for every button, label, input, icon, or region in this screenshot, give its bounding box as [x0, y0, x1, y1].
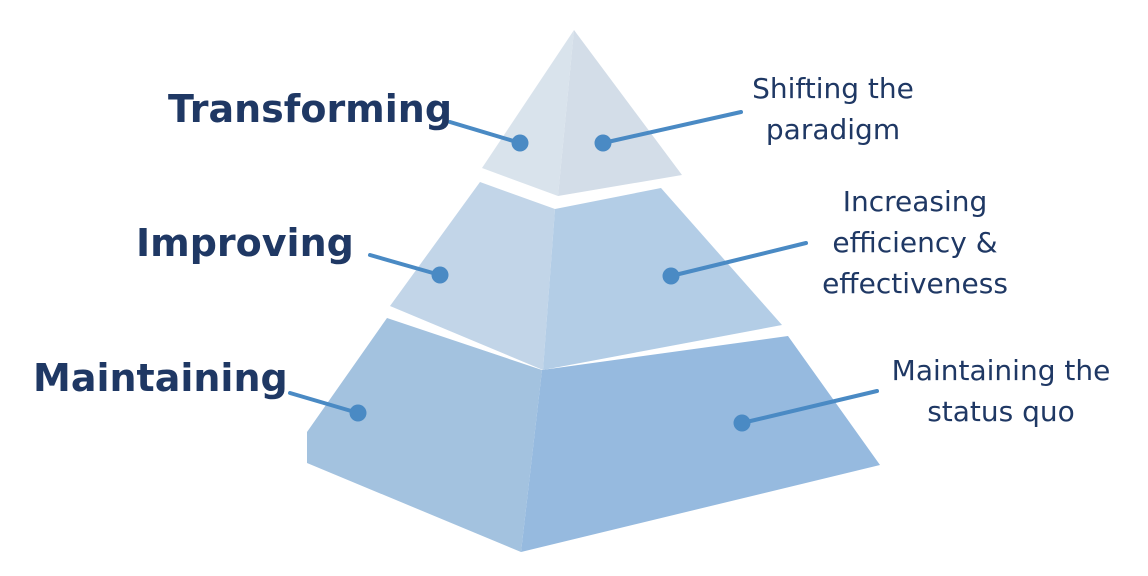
description-line: status quo [927, 395, 1075, 428]
description-line: effectiveness [822, 267, 1008, 300]
level-title-improving: Improving [136, 221, 354, 265]
dot-transforming-right [594, 134, 612, 152]
dot-improving-right [662, 267, 680, 285]
connector-maintaining-right [740, 389, 879, 425]
level-title-transforming: Transforming [168, 87, 453, 131]
tier-maintaining-right-face [521, 336, 880, 552]
connector-transforming-left [448, 120, 522, 145]
dot-maintaining-left [349, 404, 367, 422]
description-line: Increasing [842, 185, 988, 218]
connector-improving-left [368, 253, 442, 277]
tier-improving-right-face [543, 188, 782, 370]
description-line: Shifting the [752, 72, 914, 105]
tier-improving-left-face [390, 182, 555, 370]
dot-improving-left [431, 266, 449, 284]
connector-maintaining-left [288, 391, 360, 415]
connector-improving-right [669, 241, 808, 278]
level-description-transforming: Shifting the paradigm [733, 68, 933, 150]
description-line: Maintaining the [891, 354, 1111, 387]
dot-transforming-left [511, 134, 529, 152]
tier-maintaining-left-face [307, 318, 542, 552]
dot-maintaining-right [733, 414, 751, 432]
description-line: paradigm [765, 113, 901, 146]
connector-transforming-right [601, 110, 743, 145]
tier-transforming-left-face [482, 30, 574, 196]
level-description-maintaining: Maintaining the status quo [876, 350, 1126, 432]
level-title-maintaining: Maintaining [33, 356, 288, 400]
tier-transforming-right-face [558, 30, 682, 196]
description-line: efficiency & [832, 226, 998, 259]
level-description-improving: Increasing efficiency & effectiveness [805, 181, 1025, 304]
